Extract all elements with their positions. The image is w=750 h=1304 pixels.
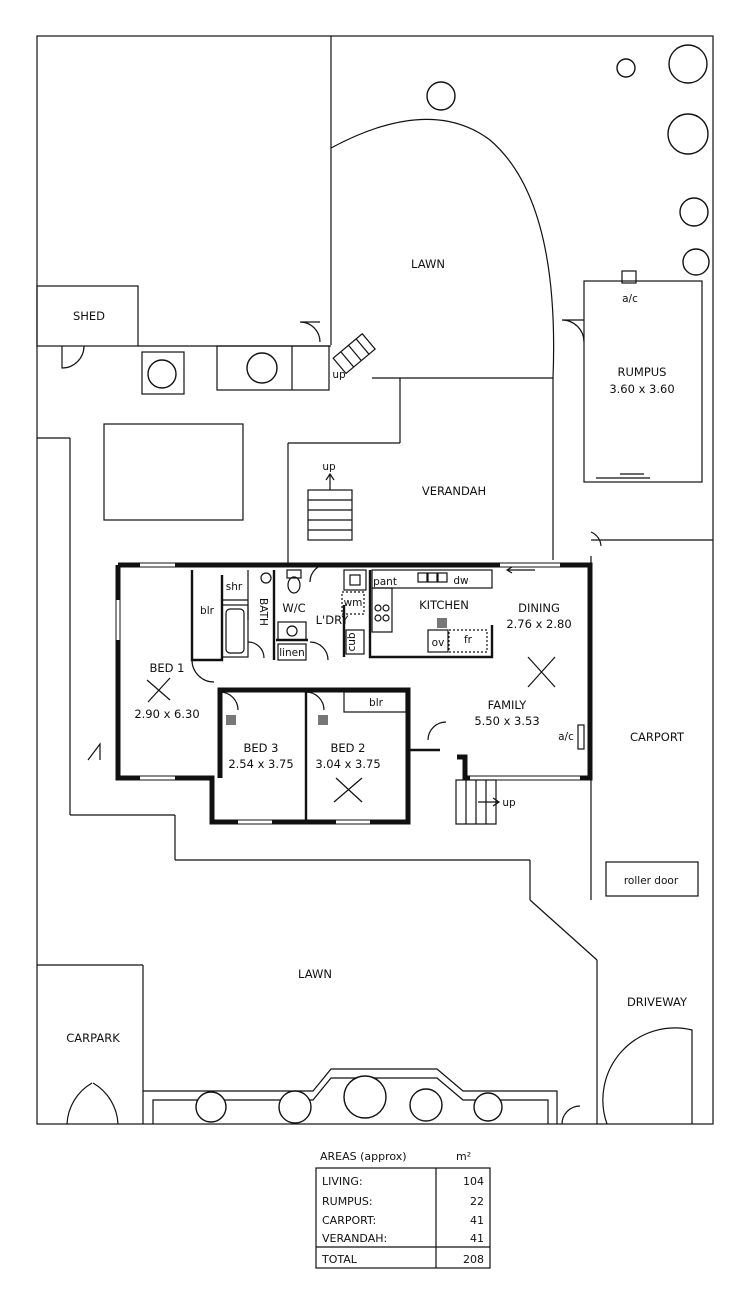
dw-label: dw xyxy=(453,575,469,587)
sink-icon xyxy=(260,572,272,584)
area-row-value: 41 xyxy=(470,1214,484,1227)
area-row-label: RUMPUS: xyxy=(322,1195,373,1208)
cooktop-icon xyxy=(374,604,390,622)
rumpus-label: RUMPUS xyxy=(618,365,667,379)
tree-icon xyxy=(147,44,710,1124)
door-swing-icon xyxy=(61,319,693,1125)
shed-label: SHED xyxy=(73,309,105,323)
family-ac-label: a/c xyxy=(558,731,574,743)
wc-label: W/C xyxy=(282,601,305,615)
fixtures xyxy=(221,569,585,750)
areas-unit: m² xyxy=(456,1150,471,1163)
roller-door-label: roller door xyxy=(624,875,679,887)
rumpus-dim: 3.60 x 3.60 xyxy=(609,382,674,396)
cub-label: cub xyxy=(346,632,358,651)
linen-label: linen xyxy=(279,647,305,659)
area-row-value: 22 xyxy=(470,1195,484,1208)
kitchen-label: KITCHEN xyxy=(419,598,469,612)
wm-label: wm xyxy=(344,597,363,609)
pant-label: pant xyxy=(373,576,397,588)
dining-dim: 2.76 x 2.80 xyxy=(506,617,571,631)
lawn-bottom-label: LAWN xyxy=(298,967,332,981)
family-label: FAMILY xyxy=(488,698,528,712)
ov-label: ov xyxy=(432,637,445,649)
area-row-value: 104 xyxy=(463,1175,484,1188)
blr-bed2-label: blr xyxy=(369,697,384,709)
areas-title: AREAS (approx) xyxy=(320,1150,407,1163)
area-row-value: 41 xyxy=(470,1232,484,1245)
area-total-label: TOTAL xyxy=(321,1253,358,1266)
bed1-label: BED 1 xyxy=(150,661,185,675)
area-row-label: VERANDAH: xyxy=(322,1232,387,1245)
bath-label: BATH xyxy=(257,598,269,626)
up-top-label: up xyxy=(332,369,346,381)
area-row-label: LIVING: xyxy=(322,1175,363,1188)
toilet-icon xyxy=(286,569,302,594)
ceiling-fan-icon xyxy=(146,656,556,803)
blr-bed1-label: blr xyxy=(200,605,215,617)
shr-label: shr xyxy=(226,581,243,593)
bed3-dim: 2.54 x 3.75 xyxy=(228,757,293,771)
bed1-dim: 2.90 x 6.30 xyxy=(134,707,199,721)
carport-label: CARPORT xyxy=(630,730,685,744)
family-dim: 5.50 x 3.53 xyxy=(474,714,539,728)
up-steps-label: up xyxy=(322,461,336,473)
bed2-label: BED 2 xyxy=(331,741,366,755)
area-row-label: CARPORT: xyxy=(322,1214,376,1227)
bathtub-icon xyxy=(221,604,249,658)
room-labels: SHED LAWN RUMPUS 3.60 x 3.60 a/c VERANDA… xyxy=(66,257,688,1045)
verandah-label: VERANDAH xyxy=(422,484,486,498)
carpark-label: CARPARK xyxy=(66,1031,120,1045)
bed2-dim: 3.04 x 3.75 xyxy=(315,757,380,771)
up-back-label: up xyxy=(502,797,516,809)
rumpus-ac-label: a/c xyxy=(622,293,638,305)
driveway-label: DRIVEWAY xyxy=(627,995,688,1009)
dining-label: DINING xyxy=(518,601,560,615)
lawn-top-label: LAWN xyxy=(411,257,445,271)
ldry-label: L'DRY xyxy=(316,613,350,627)
fr-label: fr xyxy=(464,634,473,646)
area-total-value: 208 xyxy=(463,1253,484,1266)
stairs-icon xyxy=(307,332,535,825)
bed3-label: BED 3 xyxy=(244,741,279,755)
areas-table: AREAS (approx) m² LIVING: 104 RUMPUS: 22… xyxy=(315,1150,491,1269)
house-walls xyxy=(115,562,593,825)
